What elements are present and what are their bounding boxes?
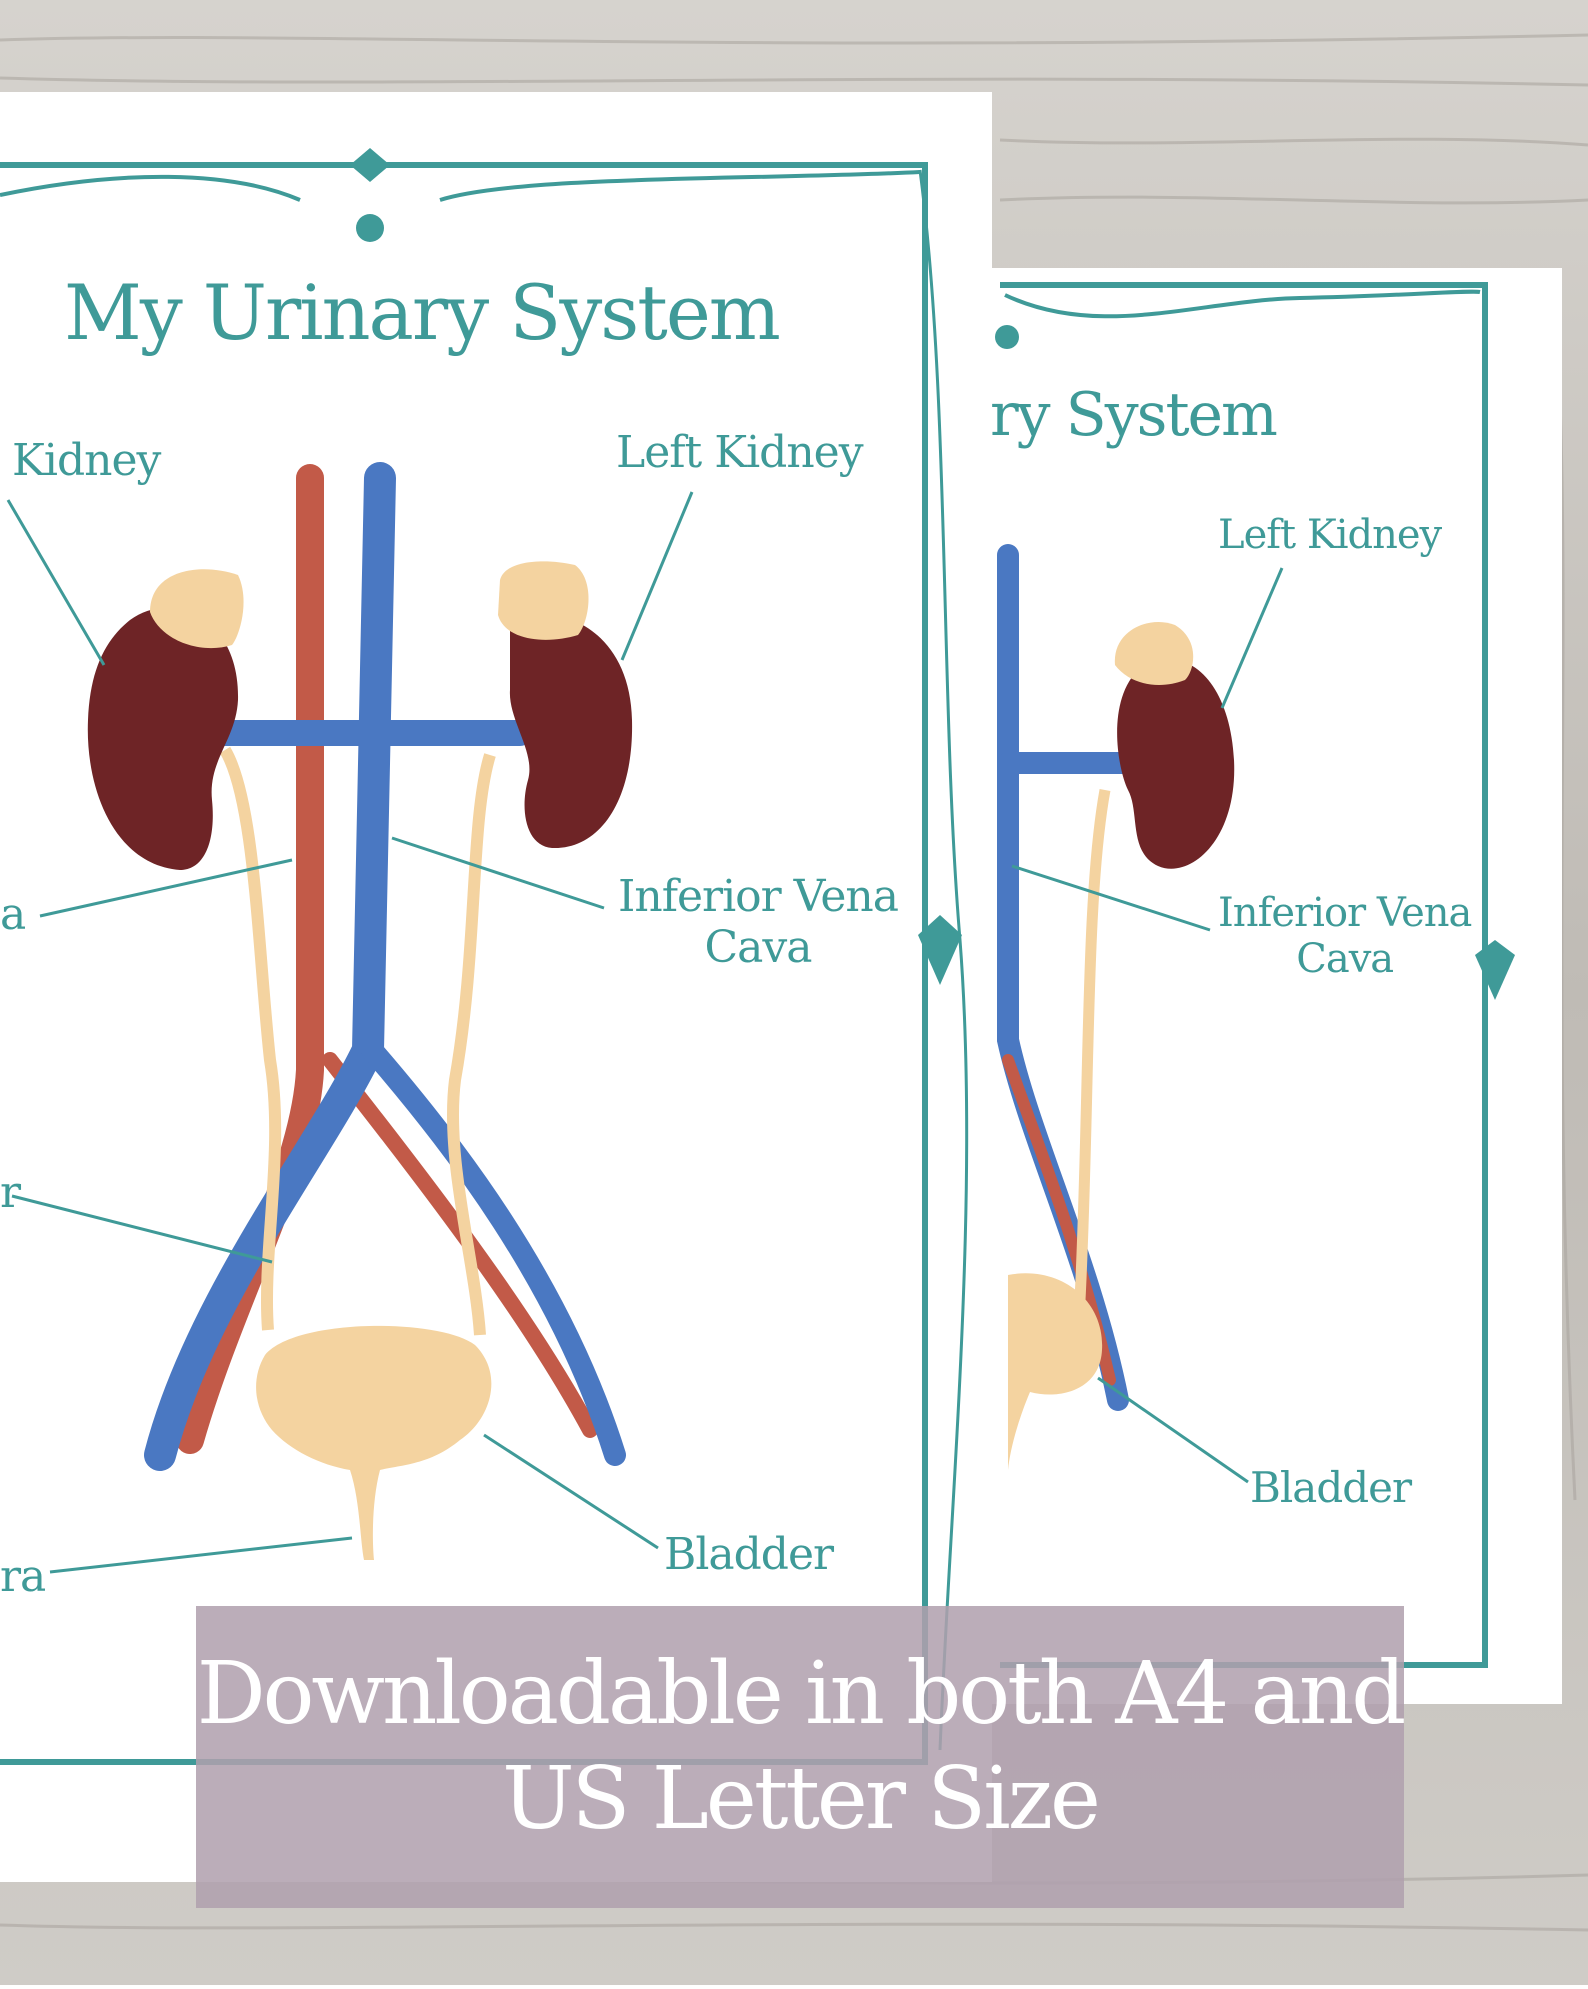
- back-label-left-kidney: Left Kidney: [1218, 512, 1442, 558]
- label-bladder: Bladder: [664, 1529, 834, 1580]
- left-ureter: [447, 753, 496, 1336]
- label-left-kidney: Left Kidney: [616, 427, 864, 478]
- ureter-leader: [11, 1194, 273, 1264]
- back-frame-dot: [995, 325, 1019, 349]
- back-label-ivc-line2: Cava: [1296, 936, 1394, 982]
- left-kidney: [509, 614, 633, 849]
- right-kidney-leader: [6, 499, 106, 666]
- left-adrenal: [498, 561, 589, 640]
- download-banner: Downloadable in both A4 and US Letter Si…: [196, 1606, 1407, 1908]
- page-title: My Urinary System: [64, 268, 781, 357]
- back-ureter: [1074, 789, 1111, 1301]
- banner-text: Downloadable in both A4 and US Letter Si…: [196, 1642, 1407, 1852]
- bladder-leader: [483, 1433, 659, 1550]
- back-bladder-leader: [1097, 1376, 1249, 1484]
- banner-line-1: Downloadable in both A4 and: [196, 1644, 1407, 1744]
- bladder: [256, 1325, 492, 1560]
- label-urethra: ra: [0, 1551, 46, 1602]
- main-frame-dot: [356, 214, 384, 242]
- back-frame-ornament: [1475, 940, 1515, 1000]
- ivc-leader: [391, 836, 605, 910]
- back-anatomy: [997, 544, 1284, 1484]
- main-anatomy: [6, 462, 694, 1574]
- right-ureter: [219, 746, 282, 1331]
- vena-cava-right-branch: [361, 1039, 626, 1466]
- main-frame-side-ornament: [918, 915, 962, 985]
- label-ureter: r: [0, 1167, 21, 1218]
- back-left-kidney-leader: [1220, 567, 1284, 709]
- label-inferior-vena-cava: Inferior Vena Cava: [618, 871, 899, 973]
- urethra-leader: [49, 1536, 353, 1574]
- back-bladder: [1008, 1273, 1103, 1470]
- label-ivc-line2: Cava: [704, 921, 813, 973]
- back-adrenal: [1114, 621, 1194, 685]
- banner-line-2: US Letter Size: [502, 1748, 1101, 1849]
- right-kidney: [87, 607, 239, 870]
- label-right-kidney: Kidney: [12, 435, 161, 486]
- back-ivc-leader: [1011, 864, 1211, 932]
- main-frame-top-ornament: [350, 148, 390, 182]
- back-label-bladder: Bladder: [1250, 1463, 1412, 1512]
- right-adrenal: [150, 569, 244, 649]
- back-left-kidney: [1117, 659, 1235, 869]
- back-label-ivc-line1: Inferior Vena: [1218, 890, 1472, 936]
- back-label-inferior-vena-cava: Inferior Vena Cava: [1218, 890, 1472, 982]
- aorta-leader: [39, 858, 293, 918]
- label-aorta: a: [0, 889, 26, 940]
- label-ivc-line1: Inferior Vena: [618, 871, 899, 922]
- back-page-title: ry System: [990, 380, 1278, 450]
- left-kidney-leader: [620, 491, 694, 661]
- main-poster: [0, 92, 992, 1882]
